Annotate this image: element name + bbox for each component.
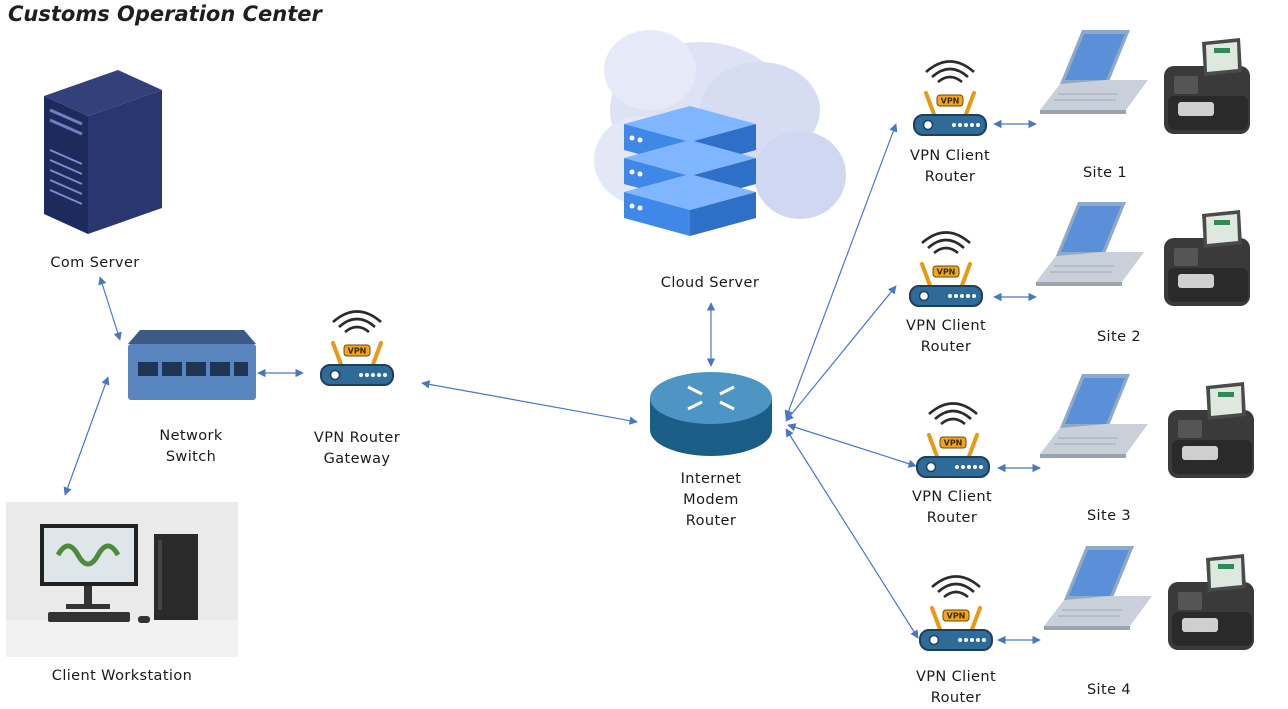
site-2-label: Site 2 (1074, 327, 1164, 348)
vpn-gateway-router-icon: VPN (319, 309, 395, 387)
site-1-label: Site 1 (1060, 163, 1150, 184)
internet-router-label-line-2: Modem (683, 492, 739, 508)
site-2-vpn-router-icon: VPN (908, 230, 984, 308)
site-4-router-label: VPN Client Router (894, 667, 1018, 709)
com-server-label-text: Com Server (50, 255, 140, 271)
vpn-gateway-label: VPN Router Gateway (292, 428, 422, 470)
internet-router-label-line-1: Internet (680, 471, 742, 487)
site-1-router-label: VPN Client Router (888, 146, 1012, 188)
client-workstation-label-text: Client Workstation (51, 668, 193, 684)
site-4-label: Site 4 (1064, 680, 1154, 701)
site-4-pos-terminal-icon (1168, 554, 1254, 650)
site-1-router-label-line-2: Router (924, 169, 976, 185)
link-comserver-switch (98, 276, 122, 341)
site-1-group: VPN (912, 29, 1250, 137)
vpn-badge-gateway: VPN (348, 347, 367, 356)
com-server-label: Com Server (30, 253, 160, 274)
cloud-server-label: Cloud Server (640, 273, 780, 294)
link-router-site4 (785, 428, 919, 639)
site-3-label: Site 3 (1064, 506, 1154, 527)
site-1-router-label-line-1: VPN Client (909, 148, 991, 164)
network-switch-label-line-2: Switch (165, 449, 217, 465)
link-router-site2 (785, 285, 897, 422)
site-4-router-label-line-2: Router (930, 690, 982, 706)
site-2-router-label-line-1: VPN Client (905, 318, 987, 334)
workstation-photo-icon (6, 502, 238, 657)
network-switch-label-line-1: Network (159, 428, 223, 444)
site-3-router-label-line-2: Router (926, 510, 978, 526)
vpn-badge-site-3: VPN (944, 439, 963, 448)
client-workstation-label: Client Workstation (20, 666, 224, 687)
site-4-label-text: Site 4 (1086, 682, 1132, 698)
network-switch-label: Network Switch (126, 426, 256, 468)
site-4-vpn-router-icon: VPN (918, 574, 994, 652)
site-2-pos-terminal-icon (1164, 210, 1250, 306)
site-1-label-text: Site 1 (1082, 165, 1128, 181)
site-4-router-label-line-1: VPN Client (915, 669, 997, 685)
cloud-server-icon (594, 30, 846, 236)
link-switch-workstation (63, 376, 110, 496)
site-2-router-label-line-2: Router (920, 339, 972, 355)
site-2-label-text: Site 2 (1096, 329, 1142, 345)
site-3-router-label-line-1: VPN Client (911, 489, 993, 505)
internet-router-label: Internet Modem Router (646, 469, 776, 532)
site-2-group: VPN (908, 201, 1250, 308)
site-4-group: VPN (918, 545, 1254, 652)
site-4-laptop-icon (1043, 545, 1153, 631)
vpn-badge-site-4: VPN (947, 612, 966, 621)
diagram-title: Customs Operation Center (8, 2, 322, 26)
site-3-router-label: VPN Client Router (890, 487, 1014, 529)
site-1-laptop-icon (1039, 29, 1149, 115)
vpn-badge-site-2: VPN (937, 268, 956, 277)
site-2-router-label: VPN Client Router (884, 316, 1008, 358)
vpn-badge-site-1: VPN (941, 97, 960, 106)
vpn-gateway-label-line-2: Gateway (323, 451, 391, 467)
site-3-vpn-router-icon: VPN (915, 401, 991, 479)
site-2-laptop-icon (1035, 201, 1145, 287)
cloud-server-label-text: Cloud Server (660, 275, 760, 291)
internet-router-label-line-3: Router (685, 513, 737, 529)
link-router-site3 (787, 423, 917, 468)
site-3-pos-terminal-icon (1168, 382, 1254, 478)
server-tower-icon (44, 70, 162, 234)
connectors (63, 119, 1041, 645)
site-3-label-text: Site 3 (1086, 508, 1132, 524)
vpn-gateway-label-line-1: VPN Router (313, 430, 401, 446)
site-3-laptop-icon (1039, 373, 1149, 459)
network-switch-icon (128, 330, 256, 400)
site-3-group: VPN (915, 373, 1254, 479)
site-1-pos-terminal-icon (1164, 38, 1250, 134)
site-1-vpn-router-icon: VPN (912, 59, 988, 137)
link-vpngateway-router (421, 380, 638, 425)
internet-router-icon (650, 372, 772, 456)
